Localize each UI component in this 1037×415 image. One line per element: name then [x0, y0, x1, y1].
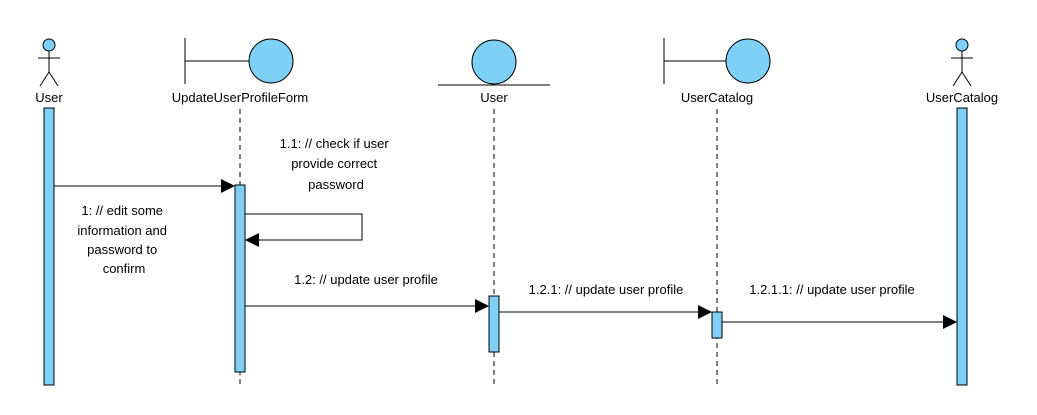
boundary-icon — [663, 38, 771, 84]
lifeline-update-user-profile-form: UpdateUserProfileForm — [172, 38, 309, 388]
message-1-2: 1.2: // update user profile — [245, 272, 489, 313]
lifeline-label: UserCatalog — [681, 90, 753, 105]
message-label: 1.2.1: // update user profile — [529, 282, 684, 297]
lifeline-user-catalog-actor: UserCatalog — [926, 38, 998, 386]
activation-bar — [43, 107, 55, 386]
message-label: 1: // edit some information and password… — [77, 203, 170, 276]
entity-icon — [438, 39, 550, 86]
message-1-2-1-1: 1.2.1.1: // update user profile — [722, 282, 957, 329]
message-1-2-1: 1.2.1: // update user profile — [499, 282, 712, 319]
lifeline-label: User — [480, 90, 508, 105]
activation-bar — [234, 184, 246, 373]
lifeline-label: UserCatalog — [926, 90, 998, 105]
lifeline-user-actor: User — [35, 38, 63, 386]
lifeline-label: UpdateUserProfileForm — [172, 90, 309, 105]
boundary-icon — [184, 38, 294, 84]
actor-icon — [38, 38, 60, 87]
lifeline-user-entity: User — [438, 39, 550, 388]
actor-icon — [951, 38, 973, 87]
activation-bar — [711, 311, 723, 339]
lifeline-user-catalog-boundary: UserCatalog — [663, 38, 771, 388]
lifeline-label: User — [35, 90, 63, 105]
message-label: 1.2.1.1: // update user profile — [749, 282, 915, 297]
activation-bar — [488, 295, 500, 353]
activation-bar — [956, 107, 968, 386]
message-label: 1.2: // update user profile — [294, 272, 438, 287]
message-label: 1.1: // check if user provide correct pa… — [280, 136, 393, 192]
message-arrow — [245, 213, 363, 247]
message-1-1-self: 1.1: // check if user provide correct pa… — [245, 136, 393, 247]
message-1: 1: // edit some information and password… — [54, 179, 235, 276]
